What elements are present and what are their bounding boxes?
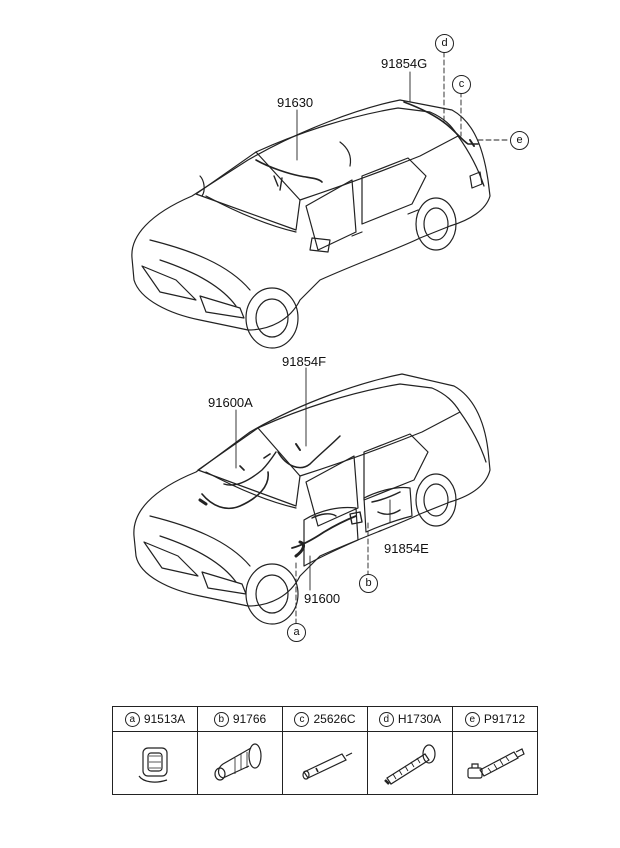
callout-c: c — [452, 75, 471, 94]
tube-icon — [302, 752, 353, 780]
connector-clip-icon — [467, 748, 525, 779]
callout-e: e — [510, 131, 529, 150]
lower-leader-lines — [235, 367, 391, 625]
part-number-a: 91513A — [143, 712, 186, 726]
part-letter-a: a — [124, 711, 140, 727]
grommet-icon — [138, 747, 168, 783]
label-91854e: 91854E — [384, 541, 429, 556]
part-letter-b: b — [213, 711, 229, 727]
part-number-c: 25626C — [313, 712, 356, 726]
label-91854f: 91854F — [282, 354, 327, 369]
upper-car-illustration — [131, 99, 491, 349]
part-image-cell-b — [197, 731, 283, 795]
lower-car-illustration — [133, 373, 491, 625]
label-91854g: 91854G — [381, 56, 428, 71]
part-image-cell-a — [112, 731, 198, 795]
part-image-cell-d — [367, 731, 453, 795]
part-number-b: 91766 — [232, 712, 267, 726]
part-number-e: P91712 — [483, 712, 526, 726]
label-91600a: 91600A — [208, 395, 253, 410]
part-letter-e: e — [464, 711, 480, 727]
corrugated-tube-icon — [384, 744, 436, 785]
parts-table-image-row — [112, 731, 538, 795]
label-91600: 91600 — [304, 591, 341, 606]
upper-leader-lines — [296, 51, 511, 161]
part-letter-d: d — [378, 711, 394, 727]
part-letter-c: c — [294, 711, 310, 727]
part-number-d: H1730A — [397, 712, 442, 726]
door-grommet-icon — [214, 743, 262, 781]
callout-b: b — [359, 574, 378, 593]
part-image-cell-e — [452, 731, 538, 795]
label-91630: 91630 — [277, 95, 314, 110]
callout-a: a — [287, 623, 306, 642]
part-image-cell-c — [282, 731, 368, 795]
callout-d: d — [435, 34, 454, 53]
